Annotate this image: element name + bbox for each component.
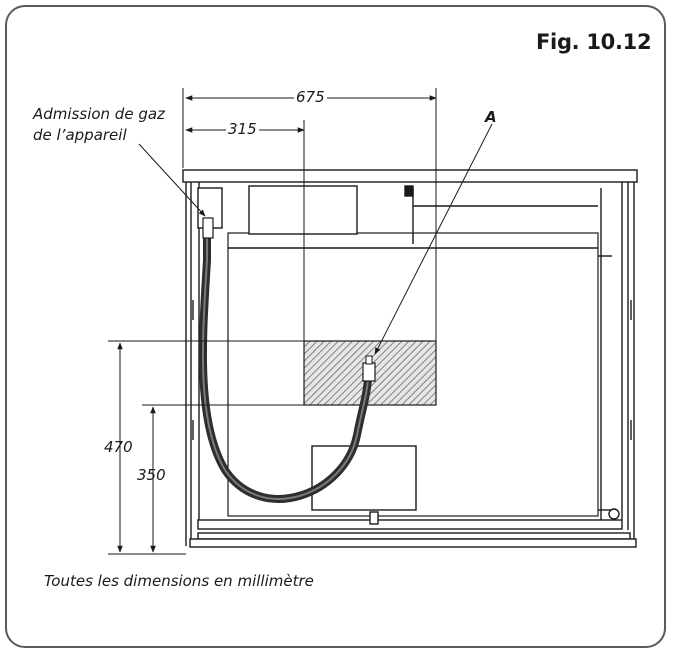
dimension-height-total: 470 [104, 438, 133, 456]
gas-hose [198, 217, 376, 503]
dimension-width-partial: 315 [226, 120, 259, 138]
callout-a-label: A [485, 108, 497, 126]
figure-label: Fig. 10.12 [536, 30, 652, 54]
dimension-height-partial: 350 [137, 466, 166, 484]
gas-inlet-label-line1: Admission de gaz [33, 105, 165, 123]
units-footnote: Toutes les dimensions en millimètre [44, 572, 314, 590]
dimension-lines [108, 88, 493, 555]
appliance-body [182, 169, 638, 548]
dimension-width-total: 675 [294, 88, 327, 106]
gas-inlet-label-line2: de l’appareil [33, 126, 127, 144]
